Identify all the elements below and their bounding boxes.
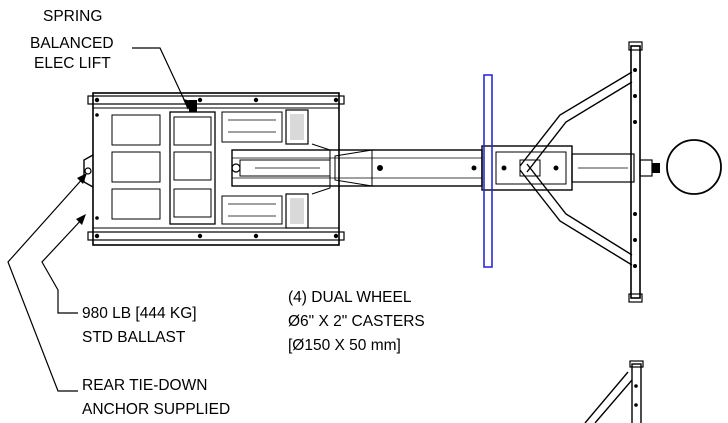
- label-ballast-line1: 980 LB [444 KG]: [82, 305, 197, 322]
- steering-wheel: [666, 139, 722, 195]
- front-a-frame: [519, 71, 635, 266]
- leader-ballast: [41, 214, 86, 314]
- chassis-base: [87, 92, 345, 246]
- leader-lift: [132, 47, 192, 110]
- rear-tie-down-anchor: [83, 154, 94, 188]
- partial-view-lower-right: [584, 360, 644, 423]
- label-casters-line1: (4) DUAL WHEEL: [288, 289, 412, 306]
- lift-mechanism: [189, 100, 331, 229]
- ballast-plates: [111, 111, 216, 225]
- label-lift-line1: SPRING: [43, 8, 102, 25]
- boom-beam: [231, 145, 573, 191]
- label-casters-line3: [Ø150 X 50 mm]: [288, 337, 401, 354]
- highlight-marker: [483, 74, 493, 268]
- label-lift-line2: BALANCED: [30, 35, 114, 52]
- leader-tiedown: [7, 173, 87, 392]
- label-lift-line3: ELEC LIFT: [34, 55, 111, 72]
- label-tiedown-line2: ANCHOR SUPPLIED: [82, 401, 230, 418]
- label-ballast-line2: STD BALLAST: [82, 329, 186, 346]
- front-caster-bar: [628, 41, 660, 303]
- label-casters-line2: Ø6" X 2" CASTERS: [288, 313, 425, 330]
- label-tiedown-line1: REAR TIE-DOWN: [82, 377, 207, 394]
